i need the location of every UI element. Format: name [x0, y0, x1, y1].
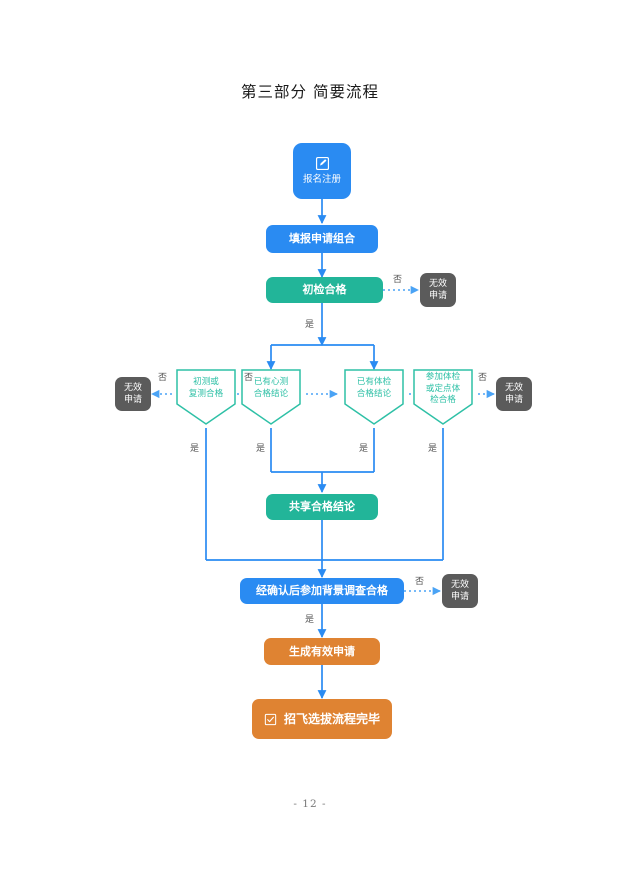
edge-label-decision-2-yes: 是 [256, 444, 266, 454]
page-number: - 12 - [293, 798, 327, 810]
decision-line-2: 合格结论 [253, 388, 289, 399]
node-process-complete-label: 招飞选拔流程完毕 [283, 711, 380, 726]
edge-label-decision-3-yes: 是 [359, 444, 369, 454]
edge-label-initial-check-no: 否 [393, 275, 403, 285]
decision-line-1: 已有心测 [253, 377, 289, 387]
decision-line-2: 复测合格 [188, 388, 224, 399]
node-generate-application-label: 生成有效申请 [289, 644, 355, 658]
reject-line-2: 申请 [450, 592, 469, 602]
pentagon-shape-icon [176, 369, 236, 425]
decision-line-1: 初测或 [193, 377, 219, 387]
node-decision-retest[interactable]: 初测或 复测合格 [173, 366, 239, 428]
node-share-result[interactable]: 共享合格结论 [266, 494, 378, 520]
pentagon-shape-icon [344, 369, 404, 425]
reject-line-1: 无效 [504, 382, 523, 393]
node-generate-application[interactable]: 生成有效申请 [264, 638, 380, 665]
edge-label-decision-1-yes: 是 [190, 444, 200, 454]
node-decision-attend-medical[interactable]: 参加体检 或定点体 检合格 [410, 366, 476, 428]
reject-line-1: 无效 [123, 382, 142, 393]
node-decision-medical-result[interactable]: 已有体检 合格结论 [341, 366, 407, 428]
reject-line-2: 申请 [504, 395, 523, 405]
node-share-result-label: 共享合格结论 [289, 500, 355, 514]
edge-label-decision-2-no: 否 [244, 373, 254, 383]
edge-label-background-check-yes: 是 [305, 615, 315, 625]
node-initial-check[interactable]: 初检合格 [266, 277, 383, 303]
reject-line-2: 申请 [123, 395, 142, 405]
edge-label-decision-4-yes: 是 [428, 444, 438, 454]
edge-label-decision-1-no: 否 [158, 373, 168, 383]
node-background-check[interactable]: 经确认后参加背景调查合格 [240, 578, 404, 604]
decision-line-3: 检合格 [430, 395, 456, 406]
node-initial-check-label: 初检合格 [302, 283, 347, 297]
node-invalid-application-4: 无效 申请 [442, 574, 478, 608]
node-invalid-application-1: 无效 申请 [420, 273, 456, 307]
page-title: 第三部分 简要流程 [241, 83, 379, 101]
edge-label-background-check-no: 否 [415, 577, 425, 587]
node-fill-application[interactable]: 填报申请组合 [266, 225, 378, 253]
node-register-start[interactable]: 报名注册 [293, 143, 351, 199]
edge-label-initial-check-yes: 是 [305, 320, 315, 330]
decision-line-1: 已有体检 [356, 377, 392, 387]
node-decision-psych-result[interactable]: 已有心测 合格结论 [238, 366, 304, 428]
decision-line-2: 合格结论 [356, 388, 392, 399]
pentagon-shape-icon [413, 369, 473, 425]
node-invalid-application-2: 无效 申请 [115, 377, 151, 411]
node-fill-application-label: 填报申请组合 [289, 232, 355, 246]
edge-label-decision-4-no: 否 [478, 373, 488, 383]
decision-line-2: 或定点体 [425, 383, 461, 394]
checkbox-checked-icon [264, 713, 277, 725]
node-register-label: 报名注册 [302, 174, 341, 186]
reject-line-2: 申请 [428, 291, 447, 301]
pentagon-shape-icon [241, 369, 301, 425]
node-process-complete[interactable]: 招飞选拔流程完毕 [252, 699, 392, 739]
node-invalid-application-3: 无效 申请 [496, 377, 532, 411]
reject-line-1: 无效 [428, 278, 447, 289]
node-background-check-label: 经确认后参加背景调查合格 [256, 584, 388, 598]
edit-square-icon [315, 157, 329, 171]
decision-line-1: 参加体检 [425, 372, 461, 382]
reject-line-1: 无效 [450, 579, 469, 590]
